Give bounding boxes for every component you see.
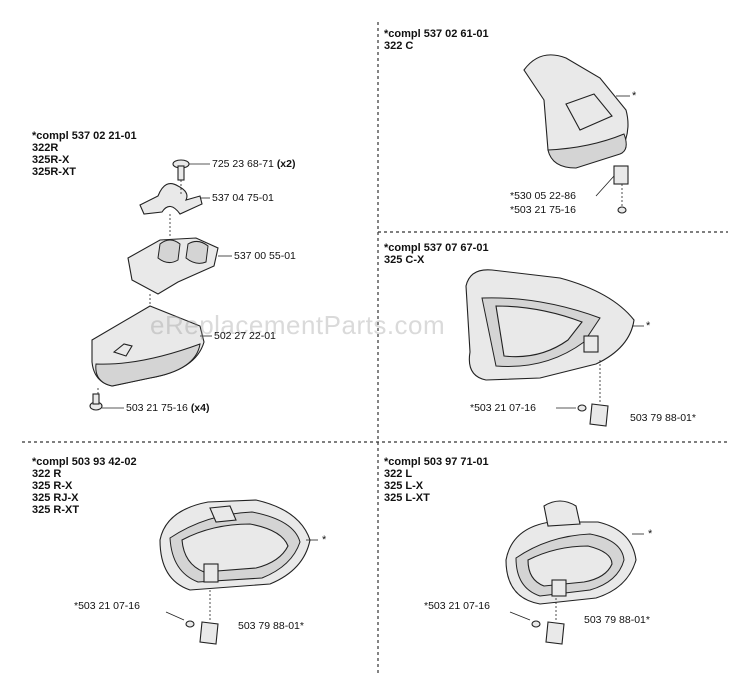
part-qty: (x2) — [276, 158, 296, 170]
part-number: 537 00 55-01 — [234, 250, 296, 262]
part-label: *503 21 07-16 — [470, 402, 536, 414]
header-line: *compl 537 02 21-01 — [32, 130, 137, 142]
part-label: 537 00 55-01 — [234, 250, 296, 262]
header-line: 325 RJ-X — [32, 492, 79, 504]
part-number: *503 21 07-16 — [74, 600, 140, 612]
assembly-marker: * — [646, 320, 651, 332]
guard-322c — [523, 54, 630, 214]
header-line: 325R-X — [32, 154, 70, 166]
header-top-left: *compl 537 02 21-01 322R 325R-X 325R-XT — [32, 130, 137, 178]
header-line: *compl 537 07 67-01 — [384, 242, 489, 254]
part-label: 502 27 22-01 — [214, 330, 276, 342]
part-label: *530 05 22-86 — [510, 190, 576, 202]
watermark: eReplacementParts.com — [150, 310, 446, 340]
header-line: 325 R-X — [32, 480, 73, 492]
part-label: 503 79 88-01* — [238, 620, 304, 632]
part-label: *503 21 07-16 — [74, 600, 140, 612]
part-label: 537 04 75-01 — [212, 192, 274, 204]
assembly-marker: * — [648, 528, 653, 540]
clamp-part — [139, 183, 210, 215]
assembly-marker: * — [322, 534, 327, 546]
header-line: 325 L-XT — [384, 492, 430, 504]
header-line: 325 L-X — [384, 480, 424, 492]
part-number: *503 21 07-16 — [470, 402, 536, 414]
header-line: *compl 503 93 42-02 — [32, 456, 137, 468]
part-label: 725 23 68-71 (x2) — [212, 158, 296, 170]
part-number: *503 21 07-16 — [424, 600, 490, 612]
part-label: *503 21 75-16 — [510, 204, 576, 216]
screw-bottom-part — [89, 393, 124, 411]
part-number: 502 27 22-01 — [214, 330, 276, 342]
bracket-part — [127, 237, 232, 295]
part-number: 725 23 68-71 — [212, 158, 274, 170]
header-bottom-right: *compl 503 97 71-01 322 L 325 L-X 325 L-… — [384, 456, 489, 504]
guard-325lx — [505, 500, 644, 645]
part-label: *503 21 07-16 — [424, 600, 490, 612]
part-number: 503 79 88-01* — [584, 614, 650, 626]
assembly-marker: * — [632, 90, 637, 102]
guard-shield-part — [91, 305, 212, 387]
part-number: 503 79 88-01* — [630, 412, 696, 424]
part-qty: (x4) — [190, 402, 210, 414]
header-line: 322 C — [384, 40, 414, 52]
header-line: 322 L — [384, 468, 413, 480]
screw-top-part — [172, 159, 210, 181]
guard-325cx — [465, 269, 644, 427]
header-mid-right: *compl 537 07 67-01 325 C-X — [384, 242, 489, 266]
header-line: 325 C-X — [384, 254, 425, 266]
part-number: 503 21 75-16 — [126, 402, 188, 414]
part-number: *503 21 75-16 — [510, 204, 576, 216]
part-label: 503 21 75-16 (x4) — [126, 402, 210, 414]
header-line: 325 R-XT — [32, 504, 80, 516]
header-line: *compl 537 02 61-01 — [384, 28, 489, 40]
guard-325rx — [159, 499, 318, 645]
part-number: *530 05 22-86 — [510, 190, 576, 202]
header-bottom-left: *compl 503 93 42-02 322 R 325 R-X 325 RJ… — [32, 456, 137, 516]
part-label: 503 79 88-01* — [584, 614, 650, 626]
header-line: 325R-XT — [32, 166, 77, 178]
part-label: 503 79 88-01* — [630, 412, 696, 424]
header-line: *compl 503 97 71-01 — [384, 456, 489, 468]
header-line: 322R — [32, 142, 59, 154]
part-number: 503 79 88-01* — [238, 620, 304, 632]
header-line: 322 R — [32, 468, 62, 480]
header-top-right: *compl 537 02 61-01 322 C — [384, 28, 489, 52]
part-number: 537 04 75-01 — [212, 192, 274, 204]
guard-assembly-exploded — [89, 159, 232, 411]
